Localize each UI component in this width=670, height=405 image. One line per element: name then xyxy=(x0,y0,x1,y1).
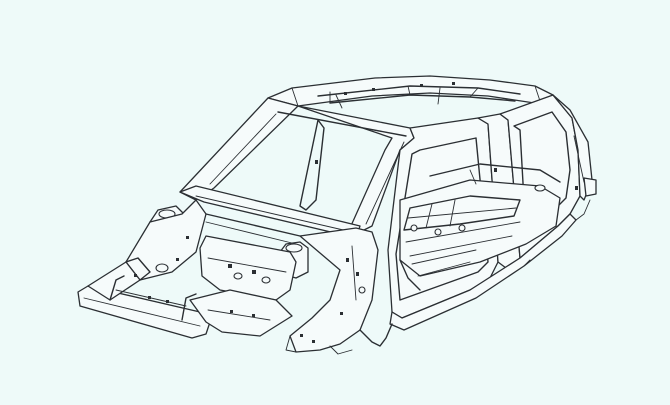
floor-pan xyxy=(399,163,561,291)
lower-details xyxy=(285,199,591,355)
front-structure xyxy=(125,199,379,353)
front-rails xyxy=(77,257,293,339)
windshield-frame xyxy=(179,97,415,239)
roof-frame xyxy=(267,75,554,109)
